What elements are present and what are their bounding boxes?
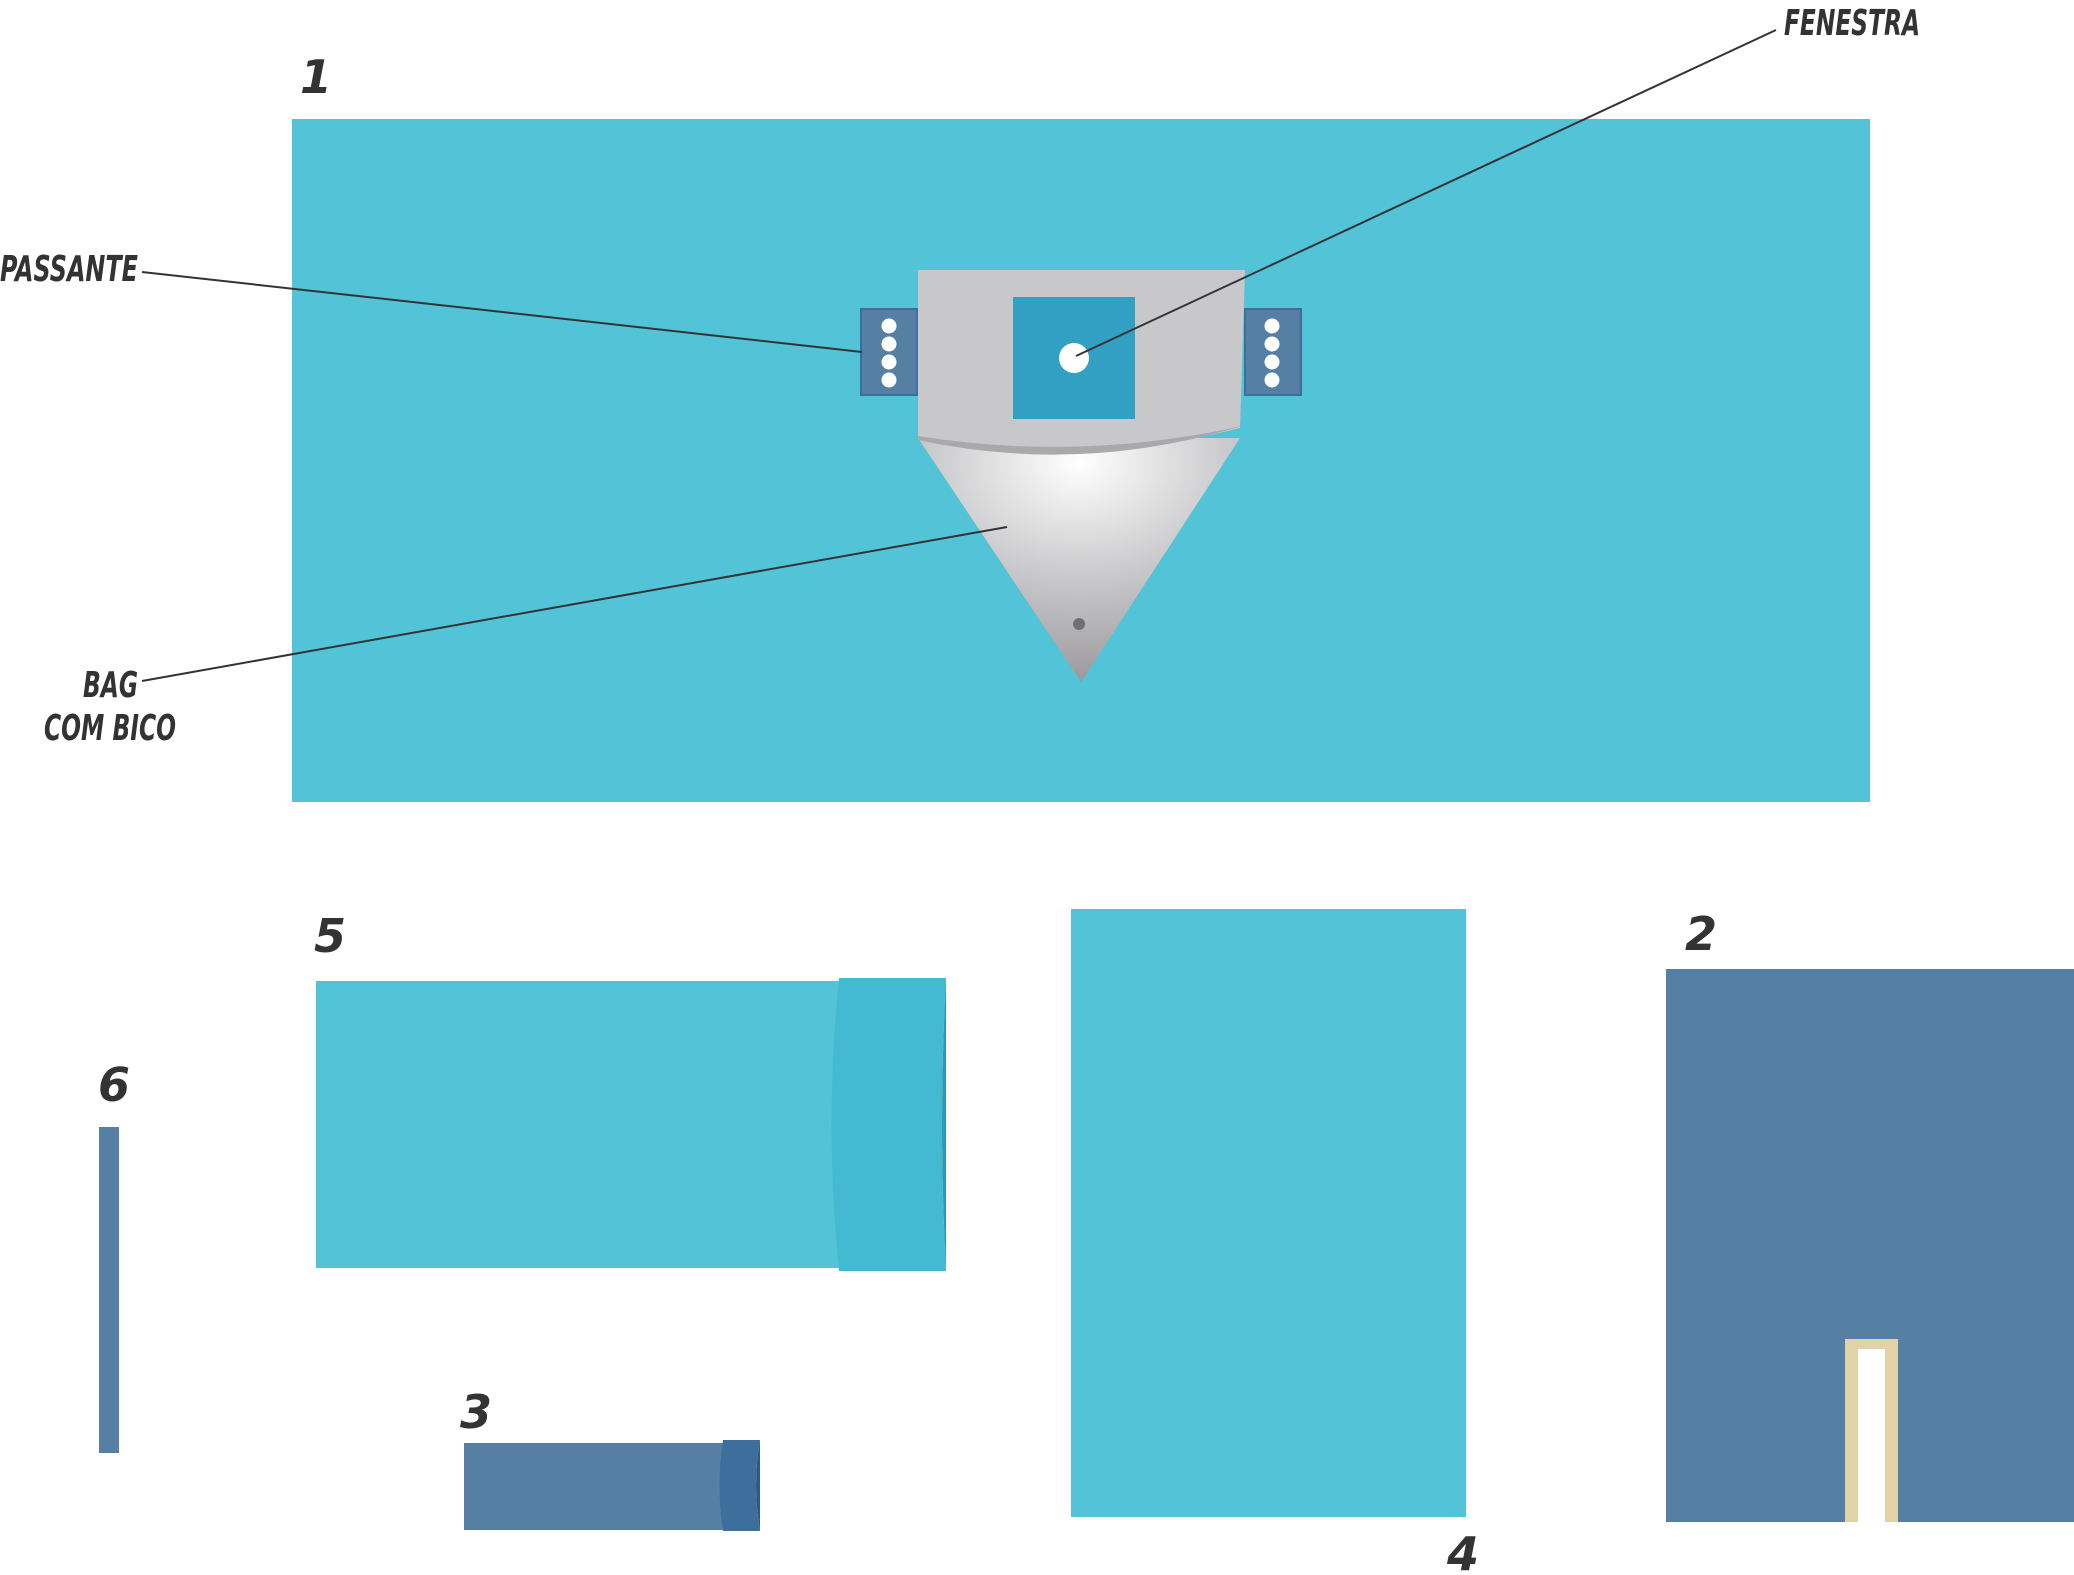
passante-left <box>860 308 918 396</box>
bag-label-line2: COM BICO <box>44 708 176 749</box>
drape-5-cuff-edge <box>942 978 946 1271</box>
item-number-1: 1 <box>300 50 332 104</box>
passante-leader <box>141 271 863 353</box>
bag-panel-shadow <box>918 426 1242 455</box>
drape-3-cuff-edge <box>756 1440 760 1531</box>
item-number-2: 2 <box>1685 907 1717 961</box>
drape-2-slit-opening <box>1858 1349 1885 1522</box>
passante-right <box>1244 308 1302 396</box>
drape-3-cuff <box>719 1440 760 1531</box>
item-number-5: 5 <box>314 909 346 963</box>
fenestra-label: FENESTRA <box>1784 3 1920 44</box>
drape-3-sheet <box>464 1443 724 1530</box>
item-number-6: 6 <box>98 1058 130 1112</box>
item-number-3: 3 <box>460 1385 492 1439</box>
bag-leader <box>141 526 1008 682</box>
drape-2-slit <box>1845 1339 1898 1522</box>
bag-label-line1: BAG <box>83 665 138 706</box>
fenestra-leader <box>1075 29 1777 357</box>
item-number-4: 4 <box>1446 1527 1479 1575</box>
drape-4-sheet <box>1071 909 1466 1517</box>
passante-label: PASSANTE <box>0 249 138 290</box>
drape-5-sheet <box>316 981 841 1268</box>
bag-nozzle-dot <box>1073 618 1085 630</box>
item-6-strip <box>99 1127 119 1453</box>
fenestra-hole <box>1059 343 1089 373</box>
bag-cone <box>918 438 1240 682</box>
drape-5-cuff <box>831 978 946 1271</box>
